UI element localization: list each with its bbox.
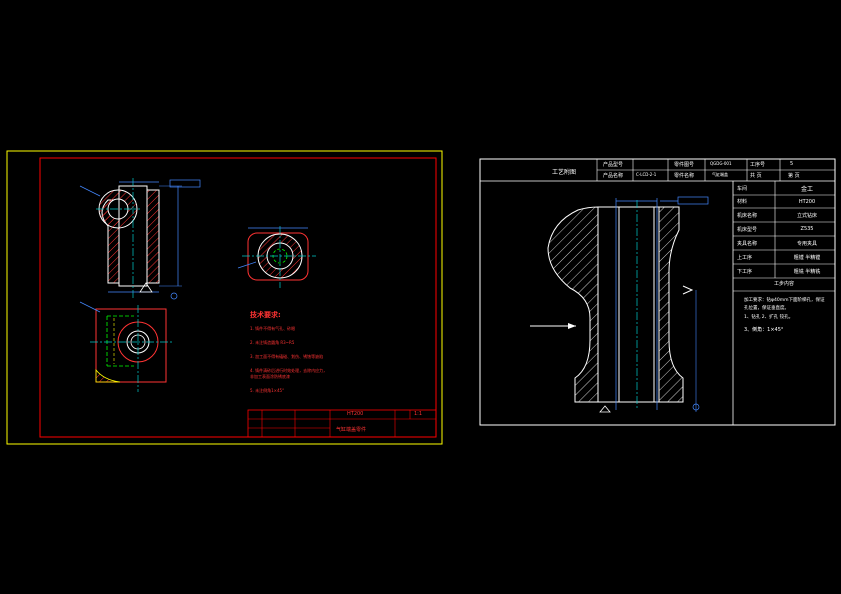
left-sheet-border — [6, 150, 443, 445]
content-title: 工步内容 — [773, 281, 794, 287]
row-label: 下工序 — [737, 268, 753, 275]
tech-item-4: 4. 铸件清砂后进行时效处理，去除内应力， — [250, 368, 328, 373]
left-drawing-sheet — [6, 150, 443, 445]
title-block-scale: 1:1 — [414, 411, 423, 417]
table-row: 上工序 粗镗 半精镗 — [733, 250, 835, 264]
process-content: 加工要求：钻φ40mm下面阶梯孔，保证 孔位置，保证垂直度。 1、钻孔 2、扩孔… — [744, 297, 834, 337]
bottom-view — [79, 301, 172, 392]
right-process-card — [479, 158, 836, 426]
part-no-label: 零件图号 — [674, 162, 695, 168]
table-row: 夹具名称 专用夹具 — [733, 236, 835, 250]
part-name-label: 零件名称 — [674, 173, 695, 179]
product-model-label: 产品型号 — [603, 162, 624, 168]
front-section-view — [79, 178, 201, 300]
sheet-label: 第 页 — [788, 173, 800, 179]
total-label: 共 页 — [750, 173, 762, 179]
tech-item-4b: 非加工表面涂防锈底漆 — [250, 374, 290, 379]
part-name-value: 气缸端盖 — [712, 172, 728, 177]
content-line-1: 加工要求：钻φ40mm下面阶梯孔，保证 — [744, 298, 825, 303]
row-label: 机床名称 — [737, 212, 758, 219]
row-label: 夹具名称 — [737, 240, 758, 247]
row-value: HT200 — [798, 198, 816, 205]
table-row: 机床名称 立式钻床 — [733, 208, 835, 222]
row-value: 立式钻床 — [796, 212, 817, 219]
tech-item-3: 3. 加工面不得有磕碰、划伤、锈蚀等缺陷 — [250, 354, 324, 359]
row-value: 粗铣 半精铣 — [793, 268, 821, 275]
tech-title: 技术要求: — [250, 311, 281, 319]
process-no-label: 工序号 — [750, 162, 766, 168]
left-inner-frame — [39, 157, 437, 438]
row-value: 专用夹具 — [796, 240, 817, 247]
table-row: 材料 HT200 — [733, 195, 835, 208]
row-label: 上工序 — [737, 254, 753, 261]
title-block-part-name: 气缸端盖零件 — [336, 427, 367, 433]
product-name-label: 产品名称 — [603, 173, 624, 179]
table-row: 车间 金工 — [733, 181, 835, 195]
tech-item-5: 5. 未注倒角1×45° — [250, 388, 285, 393]
process-sketch — [530, 196, 709, 413]
row-label: 车间 — [737, 185, 748, 192]
row-label: 材料 — [737, 199, 748, 205]
left-tech-requirements: 技术要求: 1. 铸件不得有气孔、砂眼 2. 未注铸造圆角 R3~R5 3. 加… — [250, 310, 430, 394]
table-row: 机床型号 Z535 — [733, 222, 835, 236]
row-value: 金工 — [800, 185, 813, 193]
process-table: 车间 金工 材料 HT200 机床名称 立式钻床 机床型号 Z535 夹具名称 … — [733, 181, 835, 291]
right-sheet-border — [479, 158, 836, 426]
content-line-2: 孔位置，保证垂直度。 — [744, 306, 789, 311]
left-title-block — [247, 409, 437, 438]
process-no-value: 5 — [790, 161, 794, 167]
row-label: 机床型号 — [737, 226, 758, 233]
title-block-material: HT200 — [347, 411, 364, 417]
row-value: Z535 — [800, 226, 814, 232]
table-row: 下工序 粗铣 半精铣 — [733, 264, 835, 278]
row-value: 粗镗 半精镗 — [793, 254, 821, 261]
content-line-4: 3、倒角：1×45° — [744, 327, 784, 333]
tech-item-2: 2. 未注铸造圆角 R3~R5 — [250, 340, 295, 345]
content-line-3: 1、钻孔 2、扩孔 铰孔。 — [744, 315, 794, 320]
card-title: 工艺附图 — [552, 169, 577, 176]
tech-item-1: 1. 铸件不得有气孔、砂眼 — [250, 326, 296, 331]
side-view — [237, 226, 316, 288]
part-no-value: QGDG-001 — [710, 161, 732, 166]
product-name-value: C-LCD-2-1 — [636, 172, 657, 177]
